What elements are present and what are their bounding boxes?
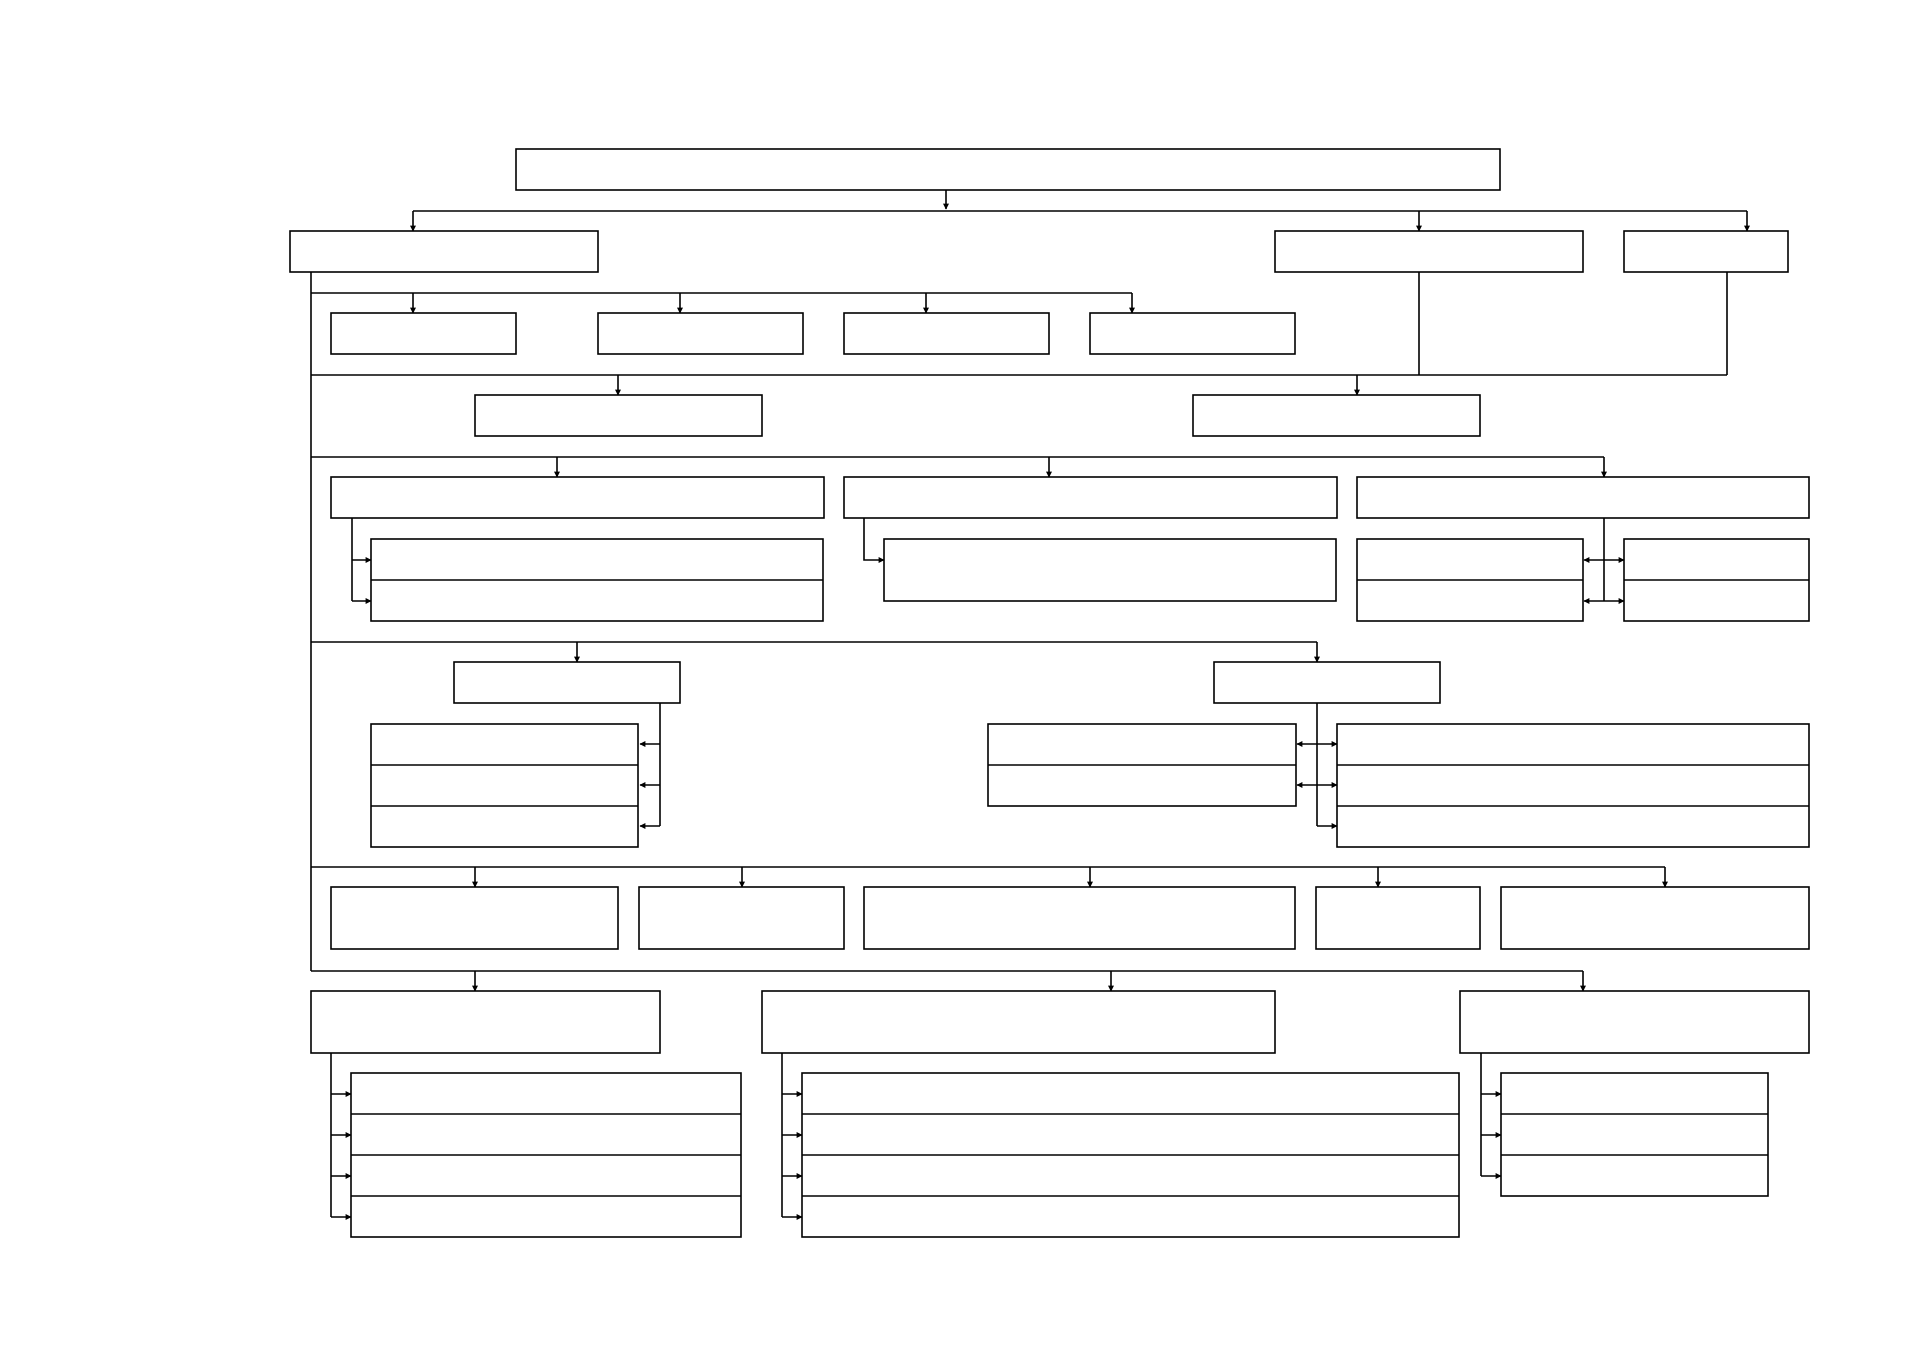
node-row7-a bbox=[310, 990, 661, 1054]
node-row4-a bbox=[330, 476, 825, 519]
node-row6-b bbox=[638, 886, 845, 950]
node-row7-c bbox=[1459, 990, 1810, 1054]
node-row4-c bbox=[1356, 476, 1810, 519]
node-row5-b bbox=[1213, 661, 1441, 704]
node-row6-a bbox=[330, 886, 619, 950]
node-row7c-list bbox=[1500, 1072, 1769, 1197]
node-row6-c bbox=[863, 886, 1296, 950]
node-level1-left bbox=[289, 230, 599, 273]
node-row2-a bbox=[330, 312, 517, 355]
node-row3-b bbox=[1192, 394, 1481, 437]
node-row2-c bbox=[843, 312, 1050, 355]
node-row5-a bbox=[453, 661, 681, 704]
node-root bbox=[515, 148, 1501, 191]
connectors bbox=[310, 190, 1750, 1220]
node-row6-e bbox=[1500, 886, 1810, 950]
node-row3-a bbox=[474, 394, 763, 437]
node-row2-d bbox=[1089, 312, 1296, 355]
node-row5b-list-right bbox=[1336, 723, 1810, 848]
connector-row4b-sub bbox=[863, 518, 885, 563]
node-row4-b bbox=[843, 476, 1338, 519]
node-row5a-list bbox=[370, 723, 639, 848]
node-row7-b bbox=[761, 990, 1276, 1054]
node-level1-right bbox=[1623, 230, 1789, 273]
node-row6-d bbox=[1315, 886, 1481, 950]
node-row4b-sub bbox=[883, 538, 1337, 602]
node-level1-mid bbox=[1274, 230, 1584, 273]
nodes bbox=[289, 148, 1810, 1238]
node-row2-b bbox=[597, 312, 804, 355]
